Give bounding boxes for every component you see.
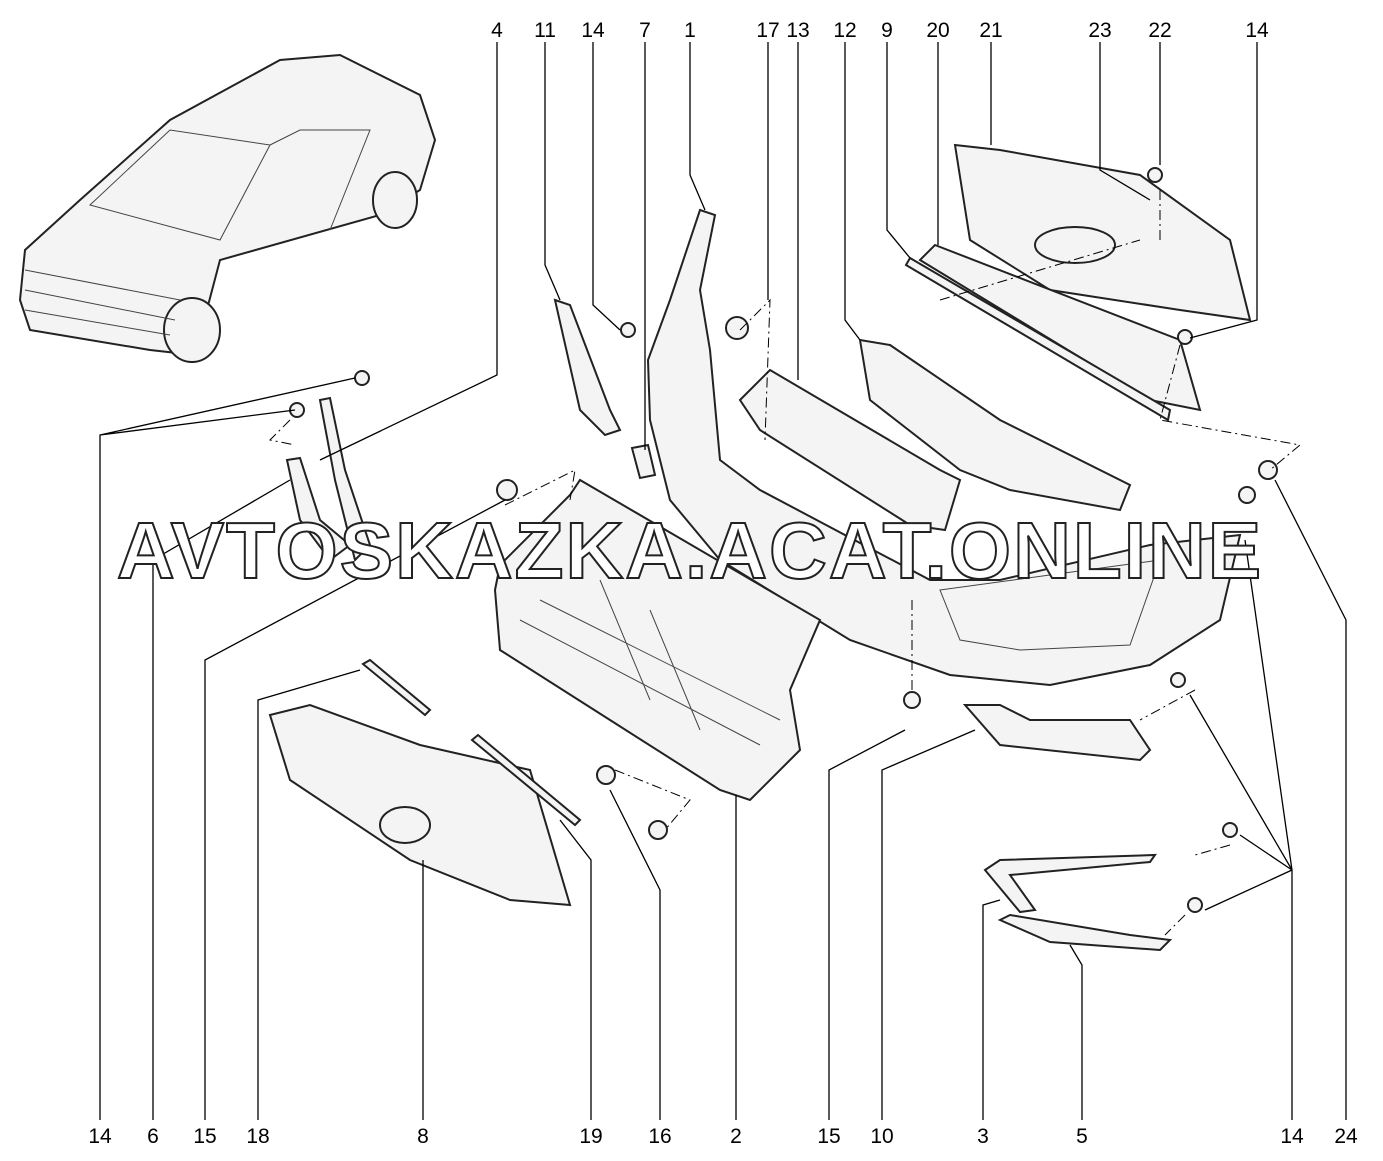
callout-label: 4 <box>491 19 503 42</box>
car-thumbnail <box>18 53 437 363</box>
lower-grille-8 <box>268 703 572 907</box>
bumper-cover-1 <box>646 208 1242 687</box>
callout-label: 15 <box>193 1125 216 1148</box>
callout-label: 14 <box>581 19 605 42</box>
callout-label: 18 <box>246 1125 269 1148</box>
leader-lines <box>99 42 1347 1120</box>
fog-frame-10 <box>962 704 1152 762</box>
callouts-bottom: 14 6 15 18 8 19 16 2 15 10 3 5 14 24 <box>88 1125 1358 1148</box>
callout-label: 17 <box>756 19 779 42</box>
trim-strip-9 <box>904 256 1172 422</box>
callout-label: 1 <box>684 19 696 42</box>
molding-5 <box>997 913 1173 952</box>
side-bracket-4 <box>318 396 372 562</box>
callout-label: 11 <box>534 19 556 42</box>
callout-label: 14 <box>1245 19 1269 42</box>
callout-label: 6 <box>147 1125 159 1148</box>
callout-label: 13 <box>786 19 809 42</box>
callout-label: 21 <box>979 19 1002 42</box>
callout-label: 15 <box>817 1125 840 1148</box>
absorber-13 <box>738 368 962 532</box>
callout-label: 3 <box>977 1125 989 1148</box>
callout-label: 5 <box>1076 1125 1088 1148</box>
callout-label: 9 <box>881 19 893 42</box>
watermark: AVTOSKAZKA.ACAT.ONLINE <box>117 506 1263 595</box>
seal-19 <box>470 733 582 827</box>
callout-label: 7 <box>639 19 651 42</box>
callout-label: 14 <box>1280 1125 1304 1148</box>
callout-label: 2 <box>730 1125 742 1148</box>
molding-3 <box>983 853 1157 914</box>
fasteners <box>289 167 1278 913</box>
callout-label: 22 <box>1148 19 1171 42</box>
side-bracket-6 <box>285 456 352 562</box>
callout-label: 20 <box>926 19 949 42</box>
callout-label: 23 <box>1088 19 1111 42</box>
clip-7 <box>630 443 657 480</box>
callout-label: 12 <box>833 19 856 42</box>
lower-grille-12 <box>858 338 1132 512</box>
callout-label: 19 <box>579 1125 602 1148</box>
callouts-top: 4 11 14 7 1 17 13 12 9 20 21 23 22 14 <box>491 19 1269 42</box>
callout-label: 10 <box>870 1125 893 1148</box>
bracket-11 <box>553 298 622 437</box>
callout-label: 24 <box>1334 1125 1358 1148</box>
callout-label: 16 <box>648 1125 671 1148</box>
callout-label: 8 <box>417 1125 429 1148</box>
callout-label: 14 <box>88 1125 112 1148</box>
grille-insert-20 <box>918 243 1202 412</box>
front-panel-2 <box>493 478 822 802</box>
seal-18 <box>361 658 432 717</box>
